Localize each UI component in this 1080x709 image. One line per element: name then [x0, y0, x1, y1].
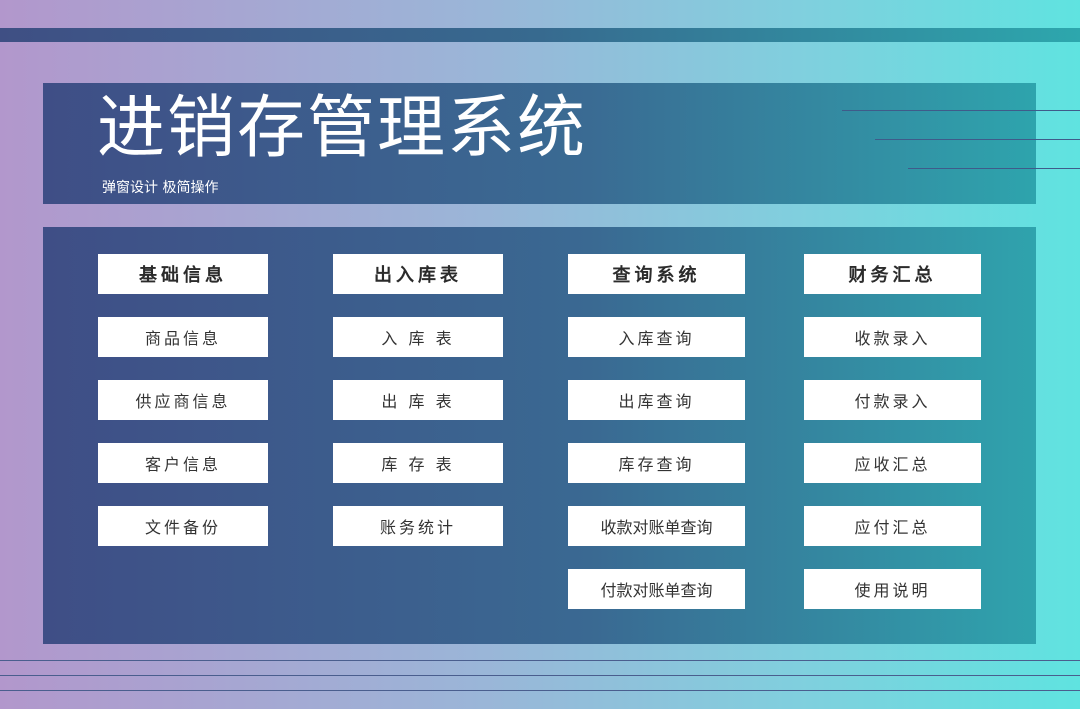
- user-guide-button[interactable]: 使用说明: [804, 569, 981, 609]
- column-header-query-system: 查询系统: [568, 254, 745, 294]
- product-info-button[interactable]: 商品信息: [98, 317, 268, 357]
- payment-statement-query-button[interactable]: 付款对账单查询: [568, 569, 745, 609]
- receipt-statement-query-button[interactable]: 收款对账单查询: [568, 506, 745, 546]
- column-header-basic-info: 基础信息: [98, 254, 268, 294]
- outbound-query-button[interactable]: 出库查询: [568, 380, 745, 420]
- decorative-line: [0, 660, 1080, 661]
- inbound-query-button[interactable]: 入库查询: [568, 317, 745, 357]
- payables-summary-button[interactable]: 应付汇总: [804, 506, 981, 546]
- column-header-stock-tables: 出入库表: [333, 254, 503, 294]
- column-finance-summary: 财务汇总 收款录入 付款录入 应收汇总 应付汇总 使用说明: [804, 254, 981, 609]
- file-backup-button[interactable]: 文件备份: [98, 506, 268, 546]
- decorative-line: [875, 139, 1080, 140]
- app-title: 进销存管理系统: [97, 89, 588, 168]
- receipt-entry-button[interactable]: 收款录入: [804, 317, 981, 357]
- app-subtitle: 弹窗设计 极简操作: [102, 180, 219, 196]
- inbound-table-button[interactable]: 入 库 表: [333, 317, 503, 357]
- customer-info-button[interactable]: 客户信息: [98, 443, 268, 483]
- top-accent-bar: [0, 28, 1080, 42]
- column-query-system: 查询系统 入库查询 出库查询 库存查询 收款对账单查询 付款对账单查询: [568, 254, 745, 609]
- supplier-info-button[interactable]: 供应商信息: [98, 380, 268, 420]
- receivables-summary-button[interactable]: 应收汇总: [804, 443, 981, 483]
- decorative-line: [842, 110, 1080, 111]
- header-banner: 进销存管理系统 弹窗设计 极简操作: [43, 83, 1036, 204]
- column-basic-info: 基础信息 商品信息 供应商信息 客户信息 文件备份: [98, 254, 275, 546]
- column-stock-tables: 出入库表 入 库 表 出 库 表 库 存 表 账务统计: [333, 254, 510, 546]
- payment-entry-button[interactable]: 付款录入: [804, 380, 981, 420]
- accounting-stats-button[interactable]: 账务统计: [333, 506, 503, 546]
- inventory-table-button[interactable]: 库 存 表: [333, 443, 503, 483]
- decorative-line: [908, 168, 1080, 169]
- outbound-table-button[interactable]: 出 库 表: [333, 380, 503, 420]
- menu-panel: 基础信息 商品信息 供应商信息 客户信息 文件备份 出入库表 入 库 表 出 库…: [43, 227, 1036, 644]
- column-header-finance-summary: 财务汇总: [804, 254, 981, 294]
- decorative-line: [0, 690, 1080, 691]
- decorative-line: [0, 675, 1080, 676]
- inventory-query-button[interactable]: 库存查询: [568, 443, 745, 483]
